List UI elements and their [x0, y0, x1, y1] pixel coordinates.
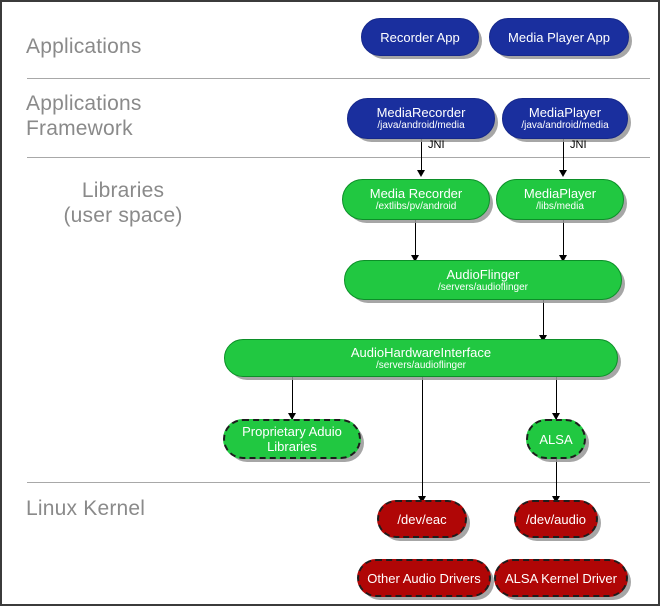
node-alsa-kernel-driver[interactable]: ALSA Kernel Driver	[494, 559, 628, 597]
node-mediarecorder-framework[interactable]: MediaRecorder /java/android/media	[347, 98, 495, 139]
node-dev-eac[interactable]: /dev/eac	[377, 500, 467, 538]
node-mediaplayer-framework-subtitle: /java/android/media	[521, 120, 609, 131]
connector-media-recorder-to-audioflinger	[415, 220, 416, 260]
node-mediaplayer-framework-title: MediaPlayer	[528, 105, 602, 120]
divider-libraries	[27, 482, 650, 483]
node-alsa-kernel-driver-title: ALSA Kernel Driver	[505, 570, 617, 586]
connector-mediarecorder-to-lib	[421, 139, 422, 174]
node-mediaplayer-lib-subtitle: /libs/media	[536, 201, 584, 212]
connector-ahi-to-proprietary-libs	[292, 377, 293, 419]
node-media-recorder-lib-subtitle: /extlibs/pv/android	[375, 201, 457, 212]
node-mediaplayer-framework[interactable]: MediaPlayer /java/android/media	[502, 98, 628, 139]
connector-mediaplayer-lib-to-audioflinger	[563, 220, 564, 260]
node-audiohardwareinterface-subtitle: /servers/audioflinger	[375, 359, 467, 371]
layer-label-applications-framework: Applications Framework	[26, 92, 142, 140]
connector-label-jni-right: JNI	[570, 139, 587, 151]
node-recorder-app[interactable]: Recorder App	[361, 18, 479, 56]
arrowhead-mediarecorder-to-lib	[417, 170, 425, 177]
node-mediaplayer-lib[interactable]: MediaPlayer /libs/media	[496, 179, 624, 220]
arrowhead-mediaplayer-lib-to-audioflinger	[559, 255, 567, 262]
connector-ahi-to-dev-eac	[422, 377, 423, 500]
node-audiohardwareinterface[interactable]: AudioHardwareInterface /servers/audiofli…	[224, 339, 618, 377]
node-audioflinger-title: AudioFlinger	[446, 266, 520, 282]
node-other-audio-drivers[interactable]: Other Audio Drivers	[357, 559, 491, 597]
node-proprietary-audio-libraries-title: Proprietary Aduio	[242, 424, 342, 439]
node-audiohardwareinterface-title: AudioHardwareInterface	[350, 344, 492, 360]
connector-alsa-to-dev-audio	[556, 459, 557, 500]
node-media-recorder-lib[interactable]: Media Recorder /extlibs/pv/android	[342, 179, 490, 220]
arrowhead-ahi-to-alsa	[552, 413, 560, 420]
connector-audioflinger-to-ahi	[543, 300, 544, 342]
node-media-player-app[interactable]: Media Player App	[489, 18, 629, 56]
layer-label-linux-kernel: Linux Kernel	[26, 497, 146, 520]
node-recorder-app-title: Recorder App	[380, 29, 460, 45]
node-dev-audio[interactable]: /dev/audio	[514, 500, 598, 538]
node-alsa-title: ALSA	[539, 431, 573, 447]
node-other-audio-drivers-title: Other Audio Drivers	[367, 570, 481, 586]
connector-ahi-to-alsa	[556, 377, 557, 419]
divider-applications	[27, 78, 650, 79]
arrowhead-media-recorder-to-audioflinger	[411, 255, 419, 262]
node-proprietary-audio-libraries[interactable]: Proprietary Aduio Libraries	[223, 419, 361, 459]
node-mediarecorder-framework-subtitle: /java/android/media	[377, 120, 465, 131]
node-alsa[interactable]: ALSA	[526, 419, 586, 459]
node-mediaplayer-lib-title: MediaPlayer	[523, 186, 597, 201]
arrowhead-mediaplayer-to-lib	[559, 170, 567, 177]
connector-label-jni-left: JNI	[428, 139, 445, 151]
node-dev-eac-title: /dev/eac	[397, 511, 447, 527]
node-media-recorder-lib-title: Media Recorder	[369, 186, 463, 201]
node-mediarecorder-framework-title: MediaRecorder	[376, 105, 466, 120]
node-media-player-app-title: Media Player App	[508, 29, 610, 45]
layer-label-libraries: Libraries (user space)	[63, 179, 183, 227]
connector-mediaplayer-to-lib	[563, 139, 564, 174]
divider-applications-framework	[27, 157, 650, 158]
layer-label-applications: Applications	[26, 35, 142, 58]
node-audioflinger[interactable]: AudioFlinger /servers/audioflinger	[344, 260, 622, 300]
node-audioflinger-subtitle: /servers/audioflinger	[437, 281, 529, 293]
node-proprietary-audio-libraries-subtitle: Libraries	[267, 439, 317, 454]
node-dev-audio-title: /dev/audio	[526, 511, 586, 527]
arrowhead-ahi-to-proprietary-libs	[288, 413, 296, 420]
